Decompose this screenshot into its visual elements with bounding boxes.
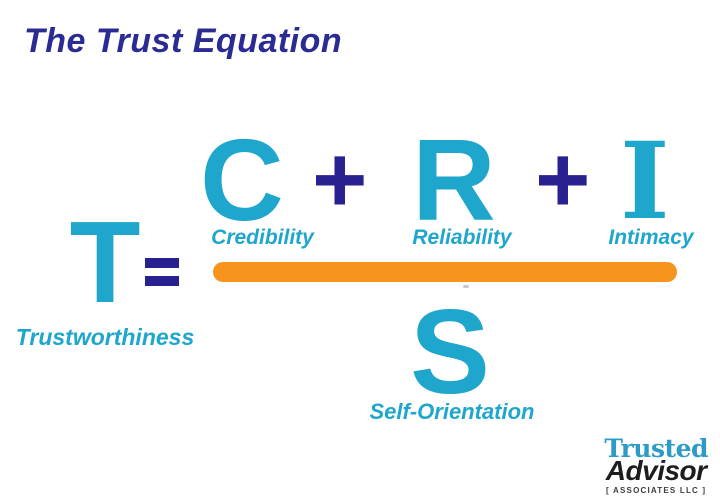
logo-trusted: Trusted: [604, 434, 708, 463]
speck-artifact: [463, 285, 469, 288]
trustworthiness-label: Trustworthiness: [15, 324, 195, 351]
trust-term: T Trustworthiness: [5, 197, 205, 351]
plus-sign-1: +: [312, 127, 368, 233]
logo: Trusted Advisor [ ASSOCIATES LLC ]: [604, 436, 708, 495]
logo-advisor: Advisor: [605, 455, 707, 486]
fraction-divider: [213, 262, 677, 282]
self-orientation-label: Self-Orientation: [369, 399, 535, 424]
trustworthiness-letter: T: [69, 197, 141, 327]
plus-sign-2: +: [535, 127, 591, 233]
self-orientation-letter: S: [410, 285, 491, 419]
reliability-label: Reliability: [412, 226, 512, 249]
credibility-letter: C: [200, 115, 284, 245]
credibility-label: Credibility: [211, 226, 314, 249]
equals-bar-bottom: [145, 276, 179, 286]
equals-sign: =: [145, 258, 179, 294]
fraction: C + R + I Credibility Reliability Intima…: [200, 0, 700, 440]
intimacy-label: Intimacy: [608, 226, 694, 249]
intimacy-letter: I: [620, 118, 670, 243]
reliability-letter: R: [412, 115, 496, 245]
equals-bar-top: [145, 258, 179, 268]
slide-title: The Trust Equation: [24, 22, 343, 60]
logo-associates-llc: [ ASSOCIATES LLC ]: [606, 486, 707, 495]
